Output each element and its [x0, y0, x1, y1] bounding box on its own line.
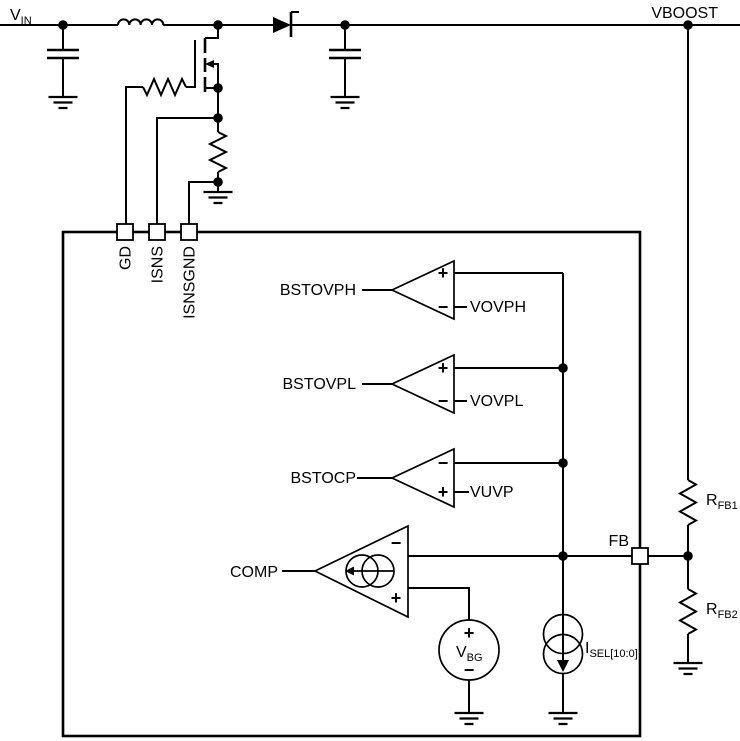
sense-resistor: [207, 131, 229, 173]
reference-label: VUVP: [470, 484, 514, 501]
minus-sign: −: [391, 533, 402, 553]
junction-dot: [213, 20, 223, 30]
gate-resistor: [142, 76, 187, 98]
ground-icon: [673, 661, 703, 676]
capacitor-plates: [329, 48, 361, 60]
comparator-triangle: [389, 259, 455, 321]
inductor: [117, 18, 165, 26]
error-amp-triangle: [313, 524, 409, 619]
boost-diode: [273, 11, 299, 37]
pin-isnsgnd: [180, 223, 198, 241]
minus-sign: −: [464, 660, 475, 680]
junction-dot: [58, 20, 68, 30]
output-capacitor: [329, 25, 361, 110]
junction-dot: [213, 83, 223, 93]
fb-label: FB: [609, 533, 629, 550]
isel-circle: [542, 633, 584, 675]
reference-label: VOVPH: [470, 299, 526, 316]
vbg-label: VBG: [456, 644, 483, 664]
rfb1-resistor: [677, 479, 699, 526]
comparator-label: BSTOVPL: [282, 376, 356, 393]
rfb2-label: RFB2: [706, 601, 738, 621]
rfb1-label: RFB1: [706, 492, 738, 512]
ground-icon: [48, 95, 78, 110]
pin-label-isns: ISNS: [150, 246, 167, 283]
plus-sign: +: [438, 358, 449, 378]
junction-dot: [683, 20, 693, 30]
reference-label: VOVPL: [470, 393, 523, 410]
current-arrowhead: [557, 660, 569, 672]
isel-current-source: ISEL[10:0]: [542, 613, 638, 726]
junction-dot: [213, 177, 223, 187]
plus-sign: +: [391, 588, 402, 608]
plus-sign: +: [438, 482, 449, 502]
minus-sign: −: [438, 391, 449, 411]
ground-icon: [454, 711, 484, 726]
minus-sign: −: [438, 297, 449, 317]
plus-sign: +: [464, 623, 475, 643]
error-amplifier: − + COMP: [230, 524, 632, 620]
isel-label: ISEL[10:0]: [585, 640, 638, 660]
pin-isns: [148, 223, 166, 241]
pin-fb: [631, 547, 649, 565]
isns-wire: [156, 117, 218, 224]
junction-dot: [558, 363, 568, 373]
minus-sign: −: [438, 453, 449, 473]
vin-label: VIN: [10, 7, 32, 27]
current-mirror-arrowhead: [345, 566, 354, 576]
comparator-bstocp: − + BSTOCP VUVP: [291, 447, 563, 509]
junction-dot: [558, 458, 568, 468]
pin-gd: [116, 223, 134, 241]
diode-triangle: [273, 17, 291, 33]
capacitor-plates: [47, 48, 79, 60]
plus-input-wire: [408, 587, 470, 620]
comp-label: COMP: [230, 564, 278, 581]
body-arrow-icon: [205, 60, 214, 68]
vbg-source: + VBG −: [438, 619, 500, 726]
source-lead: [205, 87, 219, 132]
ground-icon: [330, 95, 360, 110]
junction-dots: [58, 20, 693, 561]
pin-label-isnsgnd: ISNSGND: [182, 246, 199, 319]
plus-sign: +: [438, 263, 449, 283]
comparator-bstovph: + − BSTOVPH VOVPH: [280, 259, 563, 321]
comparator-label: BSTOCP: [291, 470, 357, 487]
pin-label-gd: GD: [118, 246, 135, 270]
comparator-bstovpl: + − BSTOVPL VOVPL: [282, 353, 563, 415]
rfb2-resistor: [677, 588, 699, 635]
junction-dot: [558, 551, 568, 561]
ground-icon: [548, 711, 578, 726]
input-capacitor: [47, 25, 79, 110]
isel-circle: [542, 613, 584, 655]
junction-dot: [683, 551, 693, 561]
ic-boundary: [61, 230, 642, 738]
comparator-label: BSTOVPH: [280, 282, 356, 299]
comparator-triangle: [389, 447, 455, 509]
ground-icon: [203, 190, 233, 205]
gd-wire: [125, 86, 195, 224]
junction-dot: [340, 20, 350, 30]
junction-dot: [213, 113, 223, 123]
comparator-triangle: [389, 353, 455, 415]
vboost-label: VBOOST: [651, 5, 718, 22]
